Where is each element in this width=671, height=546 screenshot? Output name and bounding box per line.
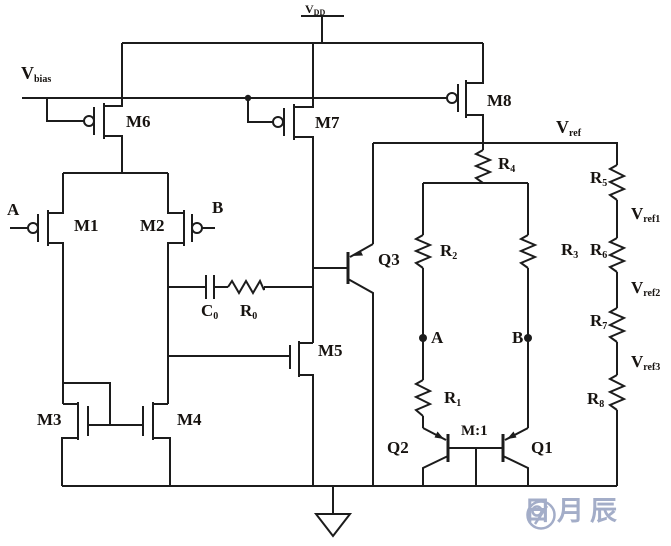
- vbias-label: Vbias: [21, 63, 52, 85]
- vref-label: Vref: [556, 117, 582, 139]
- m8-label: M8: [487, 91, 512, 110]
- q1-transistor: [501, 427, 529, 486]
- vref-line: [373, 142, 618, 165]
- input-a-label: A: [7, 200, 20, 219]
- m4-transistor: [88, 402, 171, 486]
- watermark-logo-icon: [526, 500, 556, 530]
- r7-label: R7: [590, 311, 608, 332]
- q1-q2-base-line: [448, 447, 503, 486]
- vref2-label: Vref2: [631, 278, 661, 299]
- core-branches: [413, 182, 538, 428]
- emitter-ratio-label: M:1: [461, 423, 488, 439]
- output-divider: [607, 164, 627, 486]
- m5-label: M5: [318, 341, 343, 360]
- m6-label: M6: [126, 112, 151, 131]
- c0-label: C0: [201, 301, 219, 322]
- m5-transistor: [168, 341, 314, 486]
- vdd-rail: [122, 15, 483, 44]
- m8-transistor: [446, 43, 484, 150]
- m1-transistor: [10, 173, 64, 404]
- m4-label: M4: [177, 410, 202, 429]
- r0-label: R0: [240, 301, 258, 322]
- vref1-label: Vref1: [631, 204, 661, 225]
- m7-transistor: [244, 43, 314, 343]
- r3-label: R3: [561, 240, 579, 261]
- m3-label: M3: [37, 410, 62, 429]
- node-a-label: A: [431, 328, 444, 347]
- m3-transistor: [61, 382, 111, 486]
- m6-transistor: [46, 43, 123, 173]
- vdd-label: VDD: [305, 2, 326, 17]
- r6-label: R6: [590, 240, 608, 261]
- r4-resistor: [473, 143, 493, 184]
- watermark: 日月辰: [524, 498, 623, 530]
- r8-label: R8: [587, 389, 605, 410]
- q2-transistor: [422, 427, 450, 486]
- node-b-label: B: [512, 328, 524, 347]
- m7-label: M7: [315, 113, 340, 132]
- m2-label: M2: [140, 216, 165, 235]
- input-b-label: B: [212, 198, 224, 217]
- ground-symbol: [313, 486, 353, 538]
- m1-label: M1: [74, 216, 99, 235]
- q3-transistor: [313, 143, 374, 486]
- q2-label: Q2: [387, 438, 409, 457]
- q3-label: Q3: [378, 250, 400, 269]
- r5-label: R5: [590, 168, 608, 189]
- r2-label: R2: [440, 241, 458, 262]
- r4-label: R4: [498, 154, 516, 175]
- r1-label: R1: [444, 388, 462, 409]
- vref3-label: Vref3: [631, 352, 661, 373]
- q1-label: Q1: [531, 438, 553, 457]
- compensation-network: [168, 275, 313, 299]
- m2-transistor: [167, 173, 215, 404]
